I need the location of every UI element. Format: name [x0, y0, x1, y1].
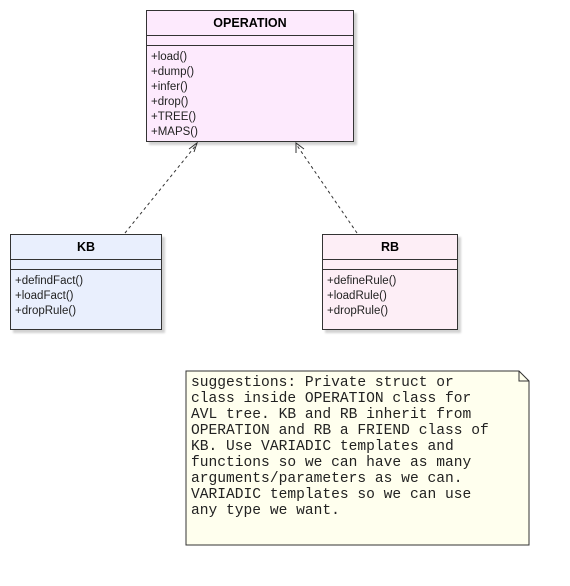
operation-item: +dump(): [151, 66, 195, 78]
note-line: functions so we can have as many: [191, 455, 472, 471]
operation-item: +loadFact(): [15, 290, 74, 302]
suggestions-note[interactable]: suggestions: Private struct or class ins…: [185, 370, 530, 546]
operation-item: +load(): [151, 51, 188, 63]
operation-item: +MAPS(): [151, 126, 198, 138]
class-kb[interactable]: KB +defindFact() +loadFact() +dropRule(): [10, 234, 162, 330]
class-rb-operations: +defineRule() +loadRule() +dropRule(): [323, 270, 457, 319]
suggestions-note-text: suggestions: Private struct or class ins…: [191, 375, 521, 519]
note-line: KB. Use VARIADIC templates and: [191, 439, 454, 455]
note-line: VARIADIC templates so we can use: [191, 487, 472, 503]
note-line: any type we want.: [191, 503, 340, 519]
kb-dependency-arrowhead: [188, 141, 198, 153]
class-operation-attributes: [147, 36, 353, 46]
note-line: class inside OPERATION class for: [191, 391, 472, 407]
note-shape: [185, 370, 530, 546]
note-line: OPERATION and RB a FRIEND class of: [191, 423, 489, 439]
class-kb-attributes: [11, 260, 161, 270]
class-kb-name: KB: [11, 235, 161, 260]
class-kb-operations: +defindFact() +loadFact() +dropRule(): [11, 270, 161, 319]
note-line: AVL tree. KB and RB inherit from: [191, 407, 472, 423]
operation-item: +infer(): [151, 81, 188, 93]
class-operation-operations: +load() +dump() +infer() +drop() +TREE()…: [147, 46, 353, 140]
operation-item: +defineRule(): [327, 275, 397, 287]
class-rb-attributes: [323, 260, 457, 270]
class-operation-name: OPERATION: [147, 11, 353, 36]
kb-to-operation-dependency: [124, 143, 198, 234]
rb-to-operation-dependency: [295, 143, 358, 234]
operation-item: +dropRule(): [15, 305, 77, 317]
operation-item: +dropRule(): [327, 305, 389, 317]
operation-item: +loadRule(): [327, 290, 387, 302]
note-line: arguments/parameters as we can.: [191, 471, 463, 487]
class-operation[interactable]: OPERATION +load() +dump() +infer() +drop…: [146, 10, 354, 142]
class-rb[interactable]: RB +defineRule() +loadRule() +dropRule(): [322, 234, 458, 330]
note-line: suggestions: Private struct or: [191, 375, 454, 391]
rb-dependency-arrowhead: [295, 142, 305, 153]
operation-item: +drop(): [151, 96, 189, 108]
class-rb-name: RB: [323, 235, 457, 260]
note-folded-corner: [518, 371, 529, 382]
operation-item: +TREE(): [151, 111, 197, 123]
operation-item: +defindFact(): [15, 275, 84, 287]
